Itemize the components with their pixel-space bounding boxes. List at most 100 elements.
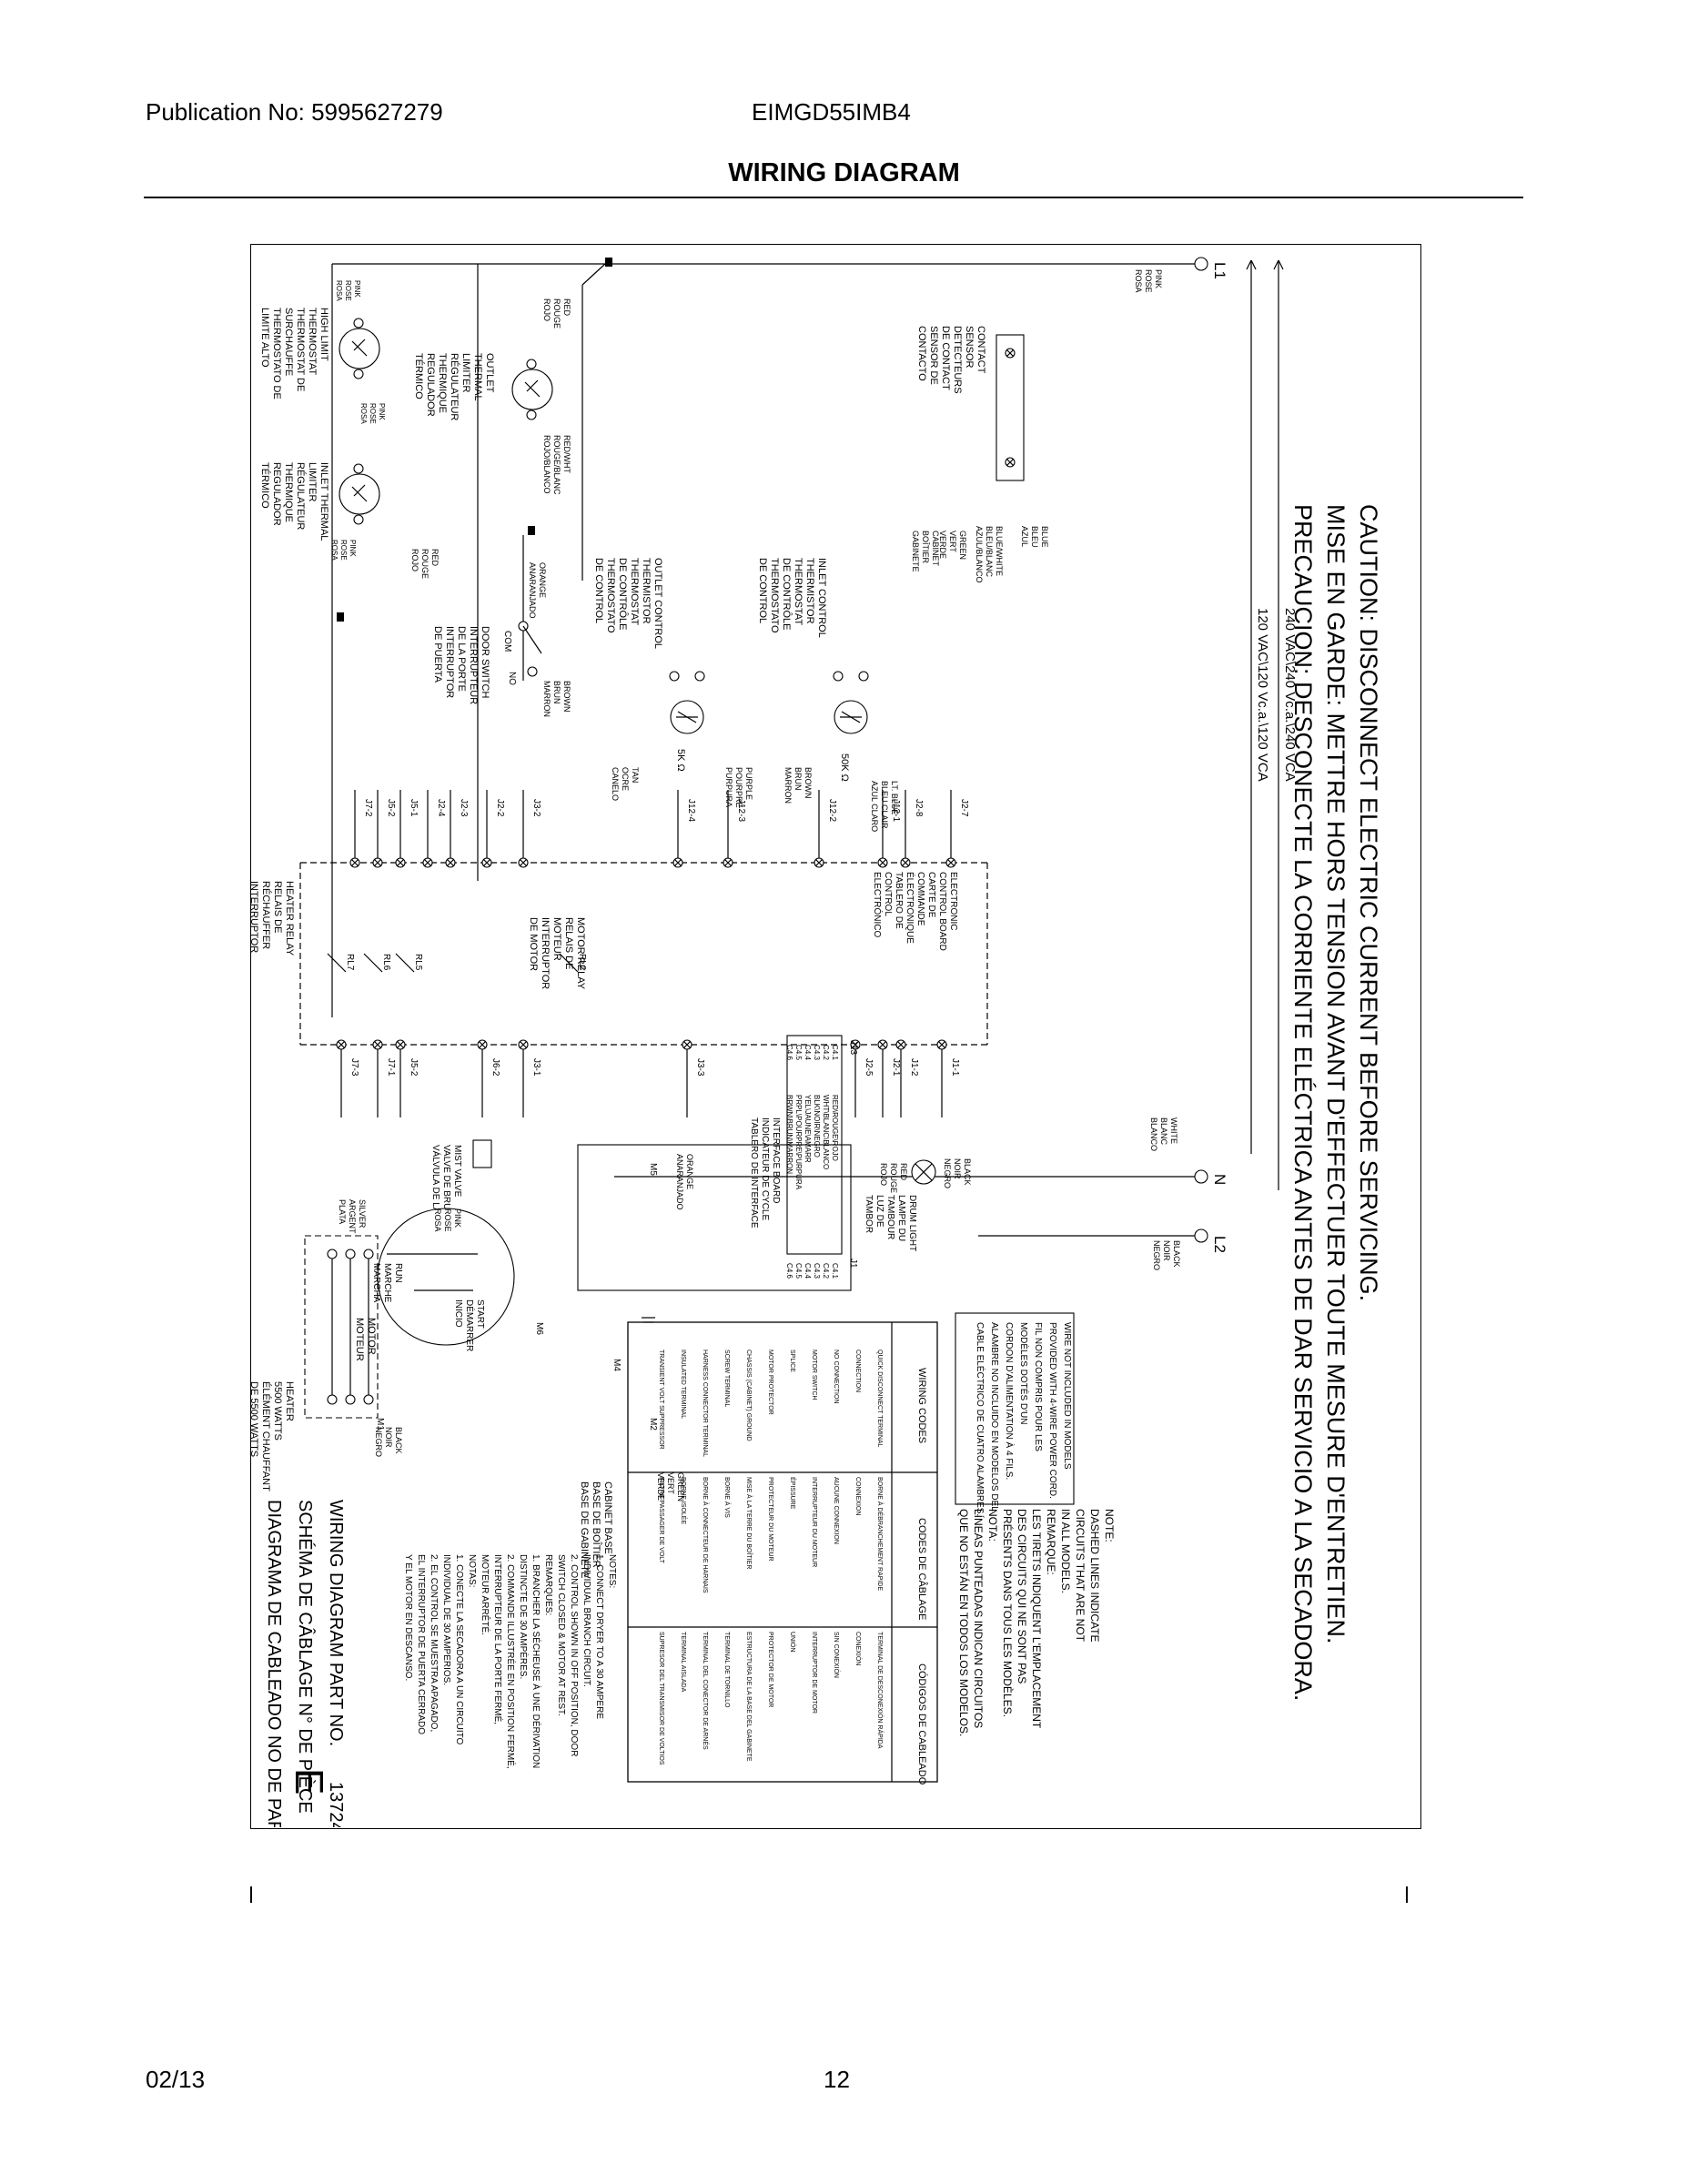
wire-color-label: ROJO/BLANCO [542,435,551,494]
terminal [669,671,680,682]
drum-light-label: TAMBOR [864,1195,874,1233]
code-es: CONEXIÓN [854,1632,863,1665]
dashed-note: IN ALL MODELS. [1059,1509,1072,1593]
outlet-limiter-label: OUTLET [484,353,495,393]
wire-color-label: ROSA [433,1208,442,1232]
heater-label: DE 5500 WATTS [250,1381,259,1457]
code-fr: MISE À LA TERRE DU BOÎTIER [745,1477,753,1569]
inlet-thermistor-label: THERMOSTAT [793,558,804,625]
outlet-limiter-label: TÉRMICO [413,353,425,399]
heater-label: HEATER [284,1381,295,1421]
code-es: TERMINAL DE TORNILLO [723,1632,730,1708]
arrow [1278,259,1284,270]
outlet-limiter-label: LIMITER [460,353,471,392]
bimetal [526,379,539,392]
wire-color-label: PINK [349,540,357,557]
control-board-label: CONTROL [883,872,893,916]
wire-color-label: RED/WHT [562,435,571,473]
voltage-240: 240 VAC\240 Vc.a.\240 VCA [1282,608,1298,782]
inlet-limiter-label: TÉRMICO [259,462,271,509]
code-es: SIN CONEXIÓN [833,1632,841,1678]
motor-terminal-label: M1 [375,1418,385,1431]
contact-sensor-label: CONTACTO [916,326,927,381]
motor-terminal-label: M4 [612,1359,622,1371]
harness-pin: C4.1 [831,1045,839,1060]
wire-note: WIRE NOT INCLUDED IN MODELS [1062,1322,1072,1470]
wire-color-label: BLANCO [1149,1117,1158,1151]
splice-block [528,526,535,535]
outlet-thermistor-label: DE CONTRÔLE [617,558,629,630]
connector-label: J3-2 [531,799,541,817]
general-note: MOTEUR ARRÊTÉ. [480,1554,491,1635]
code-en: SPLICE [789,1350,795,1372]
interface-board-label: INTERFACE BOARD [771,1117,781,1203]
motor-terminal-label: M6 [534,1322,544,1335]
caution-text: PRECAUCION: DESCONECTE LA CORRIENTE ELÉC… [1289,504,1317,1701]
wire-color-label: CANELO [611,767,620,801]
terminal [353,318,364,329]
terminal [345,1249,356,1259]
terminal [363,1394,374,1405]
dashed-note: NOTE: [1103,1509,1116,1542]
wiring-codes-table [627,1321,938,1783]
inlet-thermistor-label: INLET CONTROL [816,558,827,638]
outlet-limiter-label: THERMAL [472,353,483,401]
wire-color-label: PINK [453,1208,462,1228]
contact-sensor-label: DE CONTACT [940,326,951,390]
n-terminal [1194,1169,1208,1184]
motor-terminal-label: M5 [648,1163,658,1176]
code-es: PROTECTOR DE MOTOR [767,1632,773,1707]
general-note: 2. COMMANDE ILLUSTRÉE EN POSITION FERMÉ, [505,1554,517,1769]
header-rule [144,197,1523,198]
connector-label: J2-3 [459,799,469,817]
connector-label: J5-2 [386,799,396,817]
wire-note: CORDON D'ALIMENTATION À 4 FILS. [1004,1322,1016,1480]
l2-label: L2 [1211,1236,1228,1253]
dashed-note: PRÉSENTS DANS TOUS LES MODÈLES. [1001,1509,1015,1717]
terminal [833,671,844,682]
general-note: SWITCH CLOSED & MOTOR AT REST. [556,1554,566,1716]
general-note: INDIVIDUAL BRANCH CIRCUIT. [581,1554,591,1687]
code-fr: CONNEXION [854,1477,861,1515]
wire-color-label: VERT [948,531,957,552]
wire-color-label: RED [562,298,571,317]
relay-contact [395,953,415,973]
codes-header: CÓDIGOS DE CABLEADO [916,1663,928,1785]
start-label: INICIO [453,1299,463,1328]
arrow [1273,259,1279,270]
code-en: HARNESS CONNECTOR TERMINAL [702,1350,708,1457]
general-note: 2. EL CONTROL SE MUESTRA APAGADO, [429,1554,439,1732]
harness-color: YEL\JAUNE\AMARR [804,1095,812,1163]
wire-color-label: ROSA [359,403,368,424]
motor-relay-label: DE MOTOR [528,917,539,971]
wire-color-label: ROSE [369,403,377,424]
wire-color-label: ROSE [443,1208,452,1232]
l1-terminal [1194,257,1208,271]
door-switch-label: DE PUERTA [432,626,443,683]
inlet-thermistor-label: THERMISTOR [804,558,815,624]
wire-color-label: OCRE [621,767,630,791]
wire-note: MODÈLES DOTÉS D'UN [1018,1322,1030,1424]
wire-color-label: PURPURA [724,767,733,807]
wire-color-label: ROSE [339,540,348,561]
dashed-note: LÍNEAS PUNTEADAS INDICAN CIRCUITOS [972,1509,986,1728]
inlet-thermistor-label: DE CONTRÔLE [781,558,793,630]
revision-letter: E [287,1768,331,1795]
connector-label: J13 [848,1040,858,1056]
door-switch-label: DE LA PORTE [456,626,467,692]
dashed-note: REMARQUE: [1045,1509,1057,1575]
wire-color-label: ROSA [330,540,339,561]
crop-mark-left [250,1886,252,1903]
code-es: TERMINAL AISLADA [680,1632,686,1693]
wire-color-label: BLEU CLAIR [880,781,889,829]
code-es: INTERRUPTOR DE MOTOR [811,1632,817,1714]
l1-label: L1 [1211,262,1228,279]
interface-board-label: TABLERO DE INTERFACE [749,1117,759,1228]
caution-text: MISE EN GARDE: METTRE HORS TENSION AVANT… [1322,504,1349,1643]
general-note: 1. CONNECT DRYER TO A 30 AMPERE [594,1554,604,1719]
connector-label: COM [502,631,512,652]
cabinet-base-label: BASE DE GABINETE [579,1481,590,1578]
dashed-note: NOTA: [986,1509,999,1542]
qd-mark [447,859,454,866]
qd-mark [520,859,527,866]
